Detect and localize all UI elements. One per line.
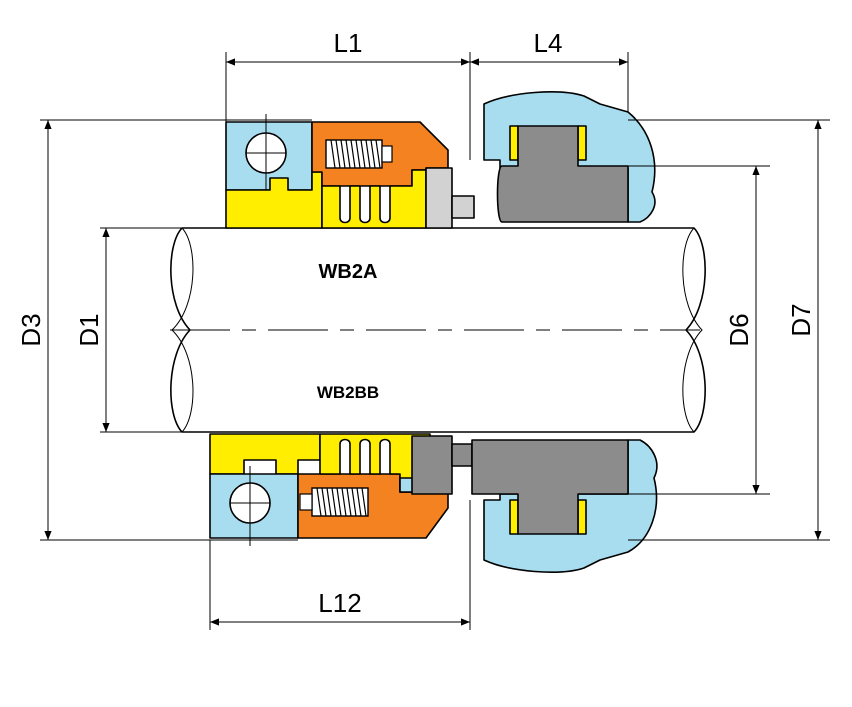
spring-coils-bottom — [316, 487, 367, 517]
oring-top-right — [577, 125, 587, 161]
stationary-seat-bottom — [471, 439, 629, 535]
label-d7: D7 — [786, 303, 816, 336]
shaft — [170, 227, 706, 433]
label-top-variant: WB2A — [319, 261, 378, 283]
label-l4: L4 — [534, 28, 563, 58]
label-d6: D6 — [724, 313, 754, 346]
label-l12: L12 — [318, 588, 361, 618]
oring-bottom-left — [509, 499, 519, 535]
extension-lines — [40, 52, 830, 630]
seal-face-nose-top — [451, 195, 475, 219]
seal-face-top — [425, 167, 453, 229]
seal-bottom-half — [209, 433, 658, 573]
label-bottom-variant: WB2BB — [317, 383, 379, 402]
seal-top-half — [225, 91, 656, 229]
retainer-top — [225, 171, 323, 229]
spring-cap-bottom — [299, 493, 313, 511]
bellows-top — [321, 167, 449, 229]
variant-labels: WB2A WB2BB — [317, 261, 379, 402]
dimension-labels: L1 L4 L12 D3 D1 D6 D7 — [16, 28, 816, 618]
label-l1: L1 — [334, 28, 363, 58]
seal-face-nose-bottom — [451, 443, 473, 467]
label-d3: D3 — [16, 313, 46, 346]
dimension-lines — [44, 58, 822, 626]
oring-top-left — [509, 125, 519, 161]
seal-face-bottom — [411, 435, 453, 495]
spring-coils-top — [330, 139, 381, 169]
label-d1: D1 — [74, 313, 104, 346]
retainer-bottom — [209, 433, 321, 475]
oring-bottom-right — [577, 499, 587, 535]
spring-cap-top — [381, 145, 393, 163]
stationary-seat-top — [496, 125, 629, 223]
shaft-break-right — [682, 227, 703, 433]
